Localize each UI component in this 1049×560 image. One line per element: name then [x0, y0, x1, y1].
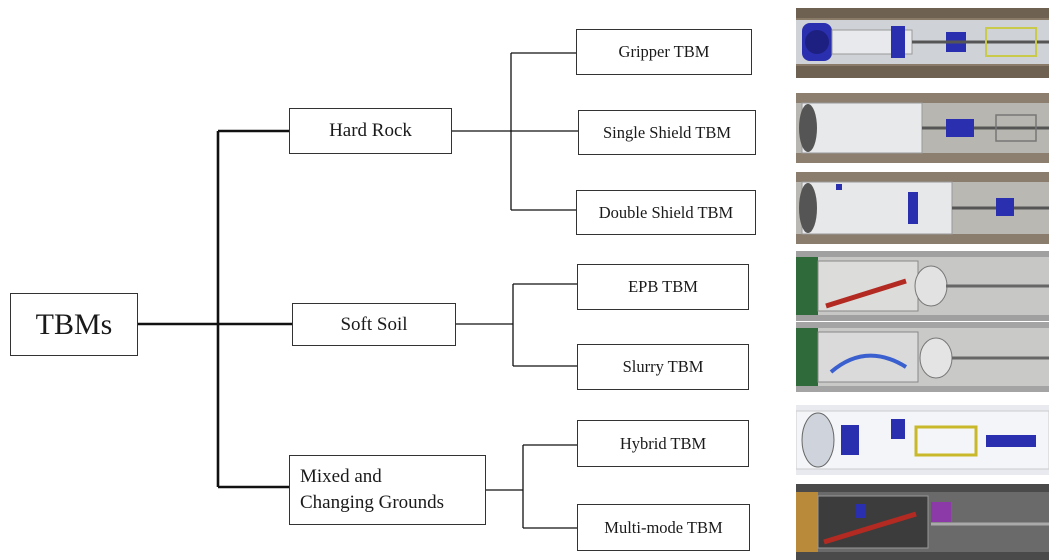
type-label: Multi-mode TBM	[604, 517, 723, 537]
type-epb-tbm: EPB TBM	[577, 264, 749, 310]
type-hybrid-tbm: Hybrid TBM	[577, 420, 749, 467]
category-mixed-and-changing-grounds: Mixed and Changing Grounds	[289, 455, 486, 525]
type-single-shield-tbm: Single Shield TBM	[578, 110, 756, 155]
slurry-tbm-illustration	[796, 322, 1049, 392]
category-label: Soft Soil	[340, 313, 408, 335]
category-hard-rock: Hard Rock	[289, 108, 452, 154]
type-multi-mode-tbm: Multi-mode TBM	[577, 504, 750, 551]
type-label: Single Shield TBM	[602, 122, 732, 142]
category-soft-soil: Soft Soil	[292, 303, 456, 346]
type-label: Slurry TBM	[622, 357, 704, 376]
type-label: Double Shield TBM	[598, 202, 734, 222]
type-double-shield-tbm: Double Shield TBM	[576, 190, 756, 235]
type-label: EPB TBM	[628, 277, 698, 296]
category-label: Hard Rock	[329, 120, 412, 141]
gripper-tbm-illustration	[796, 8, 1049, 78]
type-gripper-tbm: Gripper TBM	[576, 29, 752, 75]
root-label: TBMs	[35, 307, 113, 341]
double-shield-tbm-illustration	[796, 172, 1049, 244]
type-label: Hybrid TBM	[619, 433, 707, 453]
category-label: Mixed and Changing Grounds	[300, 466, 445, 513]
root-node-tbms: TBMs	[10, 293, 138, 356]
hybrid-tbm-illustration	[796, 405, 1049, 475]
epb-tbm-illustration	[796, 251, 1049, 321]
type-slurry-tbm: Slurry TBM	[577, 344, 749, 390]
type-label: Gripper TBM	[618, 42, 710, 61]
single-shield-tbm-illustration	[796, 93, 1049, 163]
multi-mode-tbm-illustration	[796, 484, 1049, 560]
